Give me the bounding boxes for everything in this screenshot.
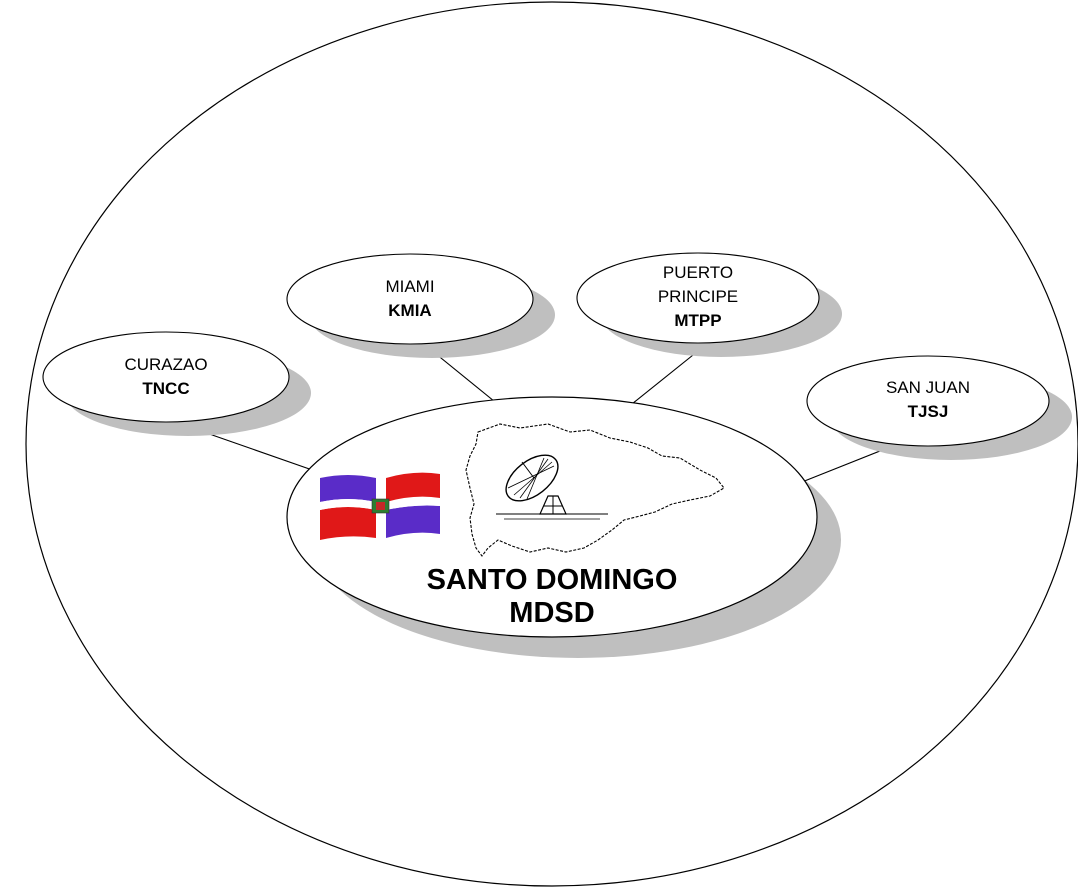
- hub-code-label: MDSD: [509, 597, 594, 629]
- station-code-label: TJSJ: [908, 402, 949, 421]
- station-city-label-line1: PUERTO: [663, 263, 733, 282]
- station-code-label: TNCC: [142, 379, 189, 398]
- outer-boundary-ellipse: [25, 1, 1078, 887]
- station-city-label: MIAMI: [385, 277, 434, 296]
- station-san-juan: SAN JUAN TJSJ: [806, 355, 1072, 460]
- station-city-label-line2: PRINCIPE: [658, 287, 738, 306]
- hub-city-label: SANTO DOMINGO: [427, 564, 678, 596]
- hub-ellipse: [286, 396, 818, 638]
- station-city-label: SAN JUAN: [886, 378, 970, 397]
- station-miami: MIAMI KMIA: [286, 253, 555, 358]
- dominican-flag-icon: [320, 472, 440, 540]
- station-ellipse: [286, 253, 534, 345]
- hub-santo-domingo: SANTO DOMINGO MDSD: [286, 396, 841, 658]
- station-curazao: CURAZAO TNCC: [42, 331, 311, 436]
- hispaniola-map-icon: [465, 423, 725, 557]
- station-ellipse: [576, 252, 820, 344]
- station-ellipse: [806, 355, 1050, 447]
- station-code-label: MTPP: [674, 311, 721, 330]
- station-code-label: KMIA: [388, 301, 431, 320]
- station-city-label: CURAZAO: [124, 355, 207, 374]
- station-puerto-principe: PUERTO PRINCIPE MTPP: [576, 252, 842, 357]
- station-ellipse: [42, 331, 290, 423]
- satellite-dish-icon: [496, 454, 608, 520]
